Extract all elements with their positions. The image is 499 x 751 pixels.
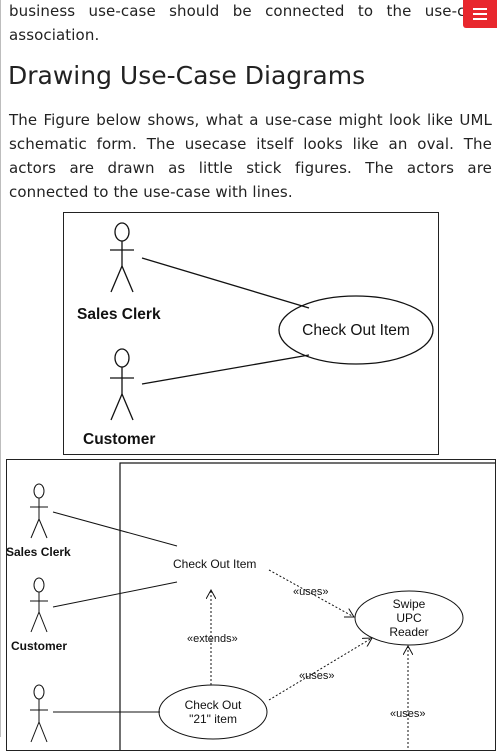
association-sales-clerk [52, 511, 178, 547]
use-case-diagram-simple-svg: Sales Clerk Customer Check Out Item [77, 222, 434, 448]
use-case-label-21-line2: "21" item [189, 712, 237, 726]
actor-label-sales-clerk: Sales Clerk [7, 545, 71, 559]
relation-label-uses-1: «uses» [293, 586, 328, 598]
intro-paragraph: business use-case should be connected to… [9, 2, 492, 44]
relation-label-extends: «extends» [187, 633, 238, 645]
uses-arrow-checkout-to-swipe [268, 569, 354, 617]
actor-label-customer: Customer [11, 639, 67, 653]
use-case-oval [278, 295, 434, 365]
use-case-diagram-simple: Sales Clerk Customer Check Out Item [63, 212, 439, 455]
use-case-label-swipe-line3: Reader [389, 625, 428, 639]
use-case-label-21-line1: Check Out [185, 698, 242, 712]
relation-label-uses-2: «uses» [299, 670, 334, 682]
use-case-diagram-extended: Sales Clerk Customer Check Out Item Swip… [6, 459, 496, 751]
menu-button[interactable] [463, 0, 497, 28]
use-case-label-swipe-line1: Swipe [393, 597, 426, 611]
use-case-label-check-out: Check Out Item [173, 557, 256, 571]
use-case-diagram-extended-svg: Sales Clerk Customer Check Out Item Swip… [7, 462, 495, 750]
section-heading: Drawing Use-Case Diagrams [8, 61, 366, 90]
sales-clerk-stick-figure [110, 222, 134, 293]
third-actor-stick-figure [30, 684, 48, 743]
association-sales-clerk [141, 257, 310, 309]
actor-label-customer: Customer [83, 431, 155, 448]
use-case-label-swipe-line2: UPC [396, 611, 422, 625]
use-case-label: Check Out Item [302, 322, 410, 339]
system-boundary [119, 462, 495, 750]
association-customer [141, 354, 310, 385]
association-customer [52, 581, 178, 608]
page-left-edge [0, 0, 1, 737]
relation-label-uses-3: «uses» [390, 708, 425, 720]
uses-arrow-21-to-swipe [268, 638, 372, 701]
actor-label-sales-clerk: Sales Clerk [77, 306, 161, 323]
body-paragraph: The Figure below shows, what a use-case … [9, 111, 492, 201]
sales-clerk-stick-figure [30, 483, 48, 539]
customer-stick-figure [110, 348, 134, 421]
customer-stick-figure [30, 577, 48, 633]
